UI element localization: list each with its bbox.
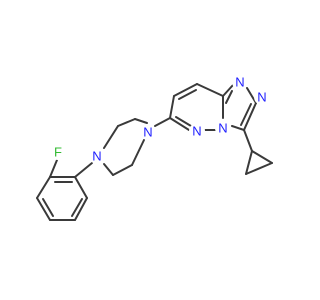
- bond: [74, 162, 93, 178]
- bond: [117, 118, 136, 127]
- atom-n-pyridazine: N: [192, 124, 201, 139]
- atom-n-piperazine-aryl: N: [92, 149, 101, 164]
- atom-labels: F N N N N N N: [50, 74, 270, 164]
- bond: [169, 117, 190, 131]
- bond: [245, 150, 253, 175]
- bond: [131, 139, 145, 166]
- bond: [112, 164, 133, 176]
- bond: [243, 129, 253, 152]
- bond: [178, 89, 197, 100]
- bond: [49, 159, 58, 178]
- bond: [245, 162, 273, 175]
- bond: [154, 117, 171, 127]
- structure-canvas: F N N N N N N: [36, 74, 273, 221]
- atom-n-triazole-1: N: [235, 75, 244, 90]
- bond: [243, 102, 257, 131]
- bond: [103, 125, 119, 149]
- bond: [71, 198, 83, 217]
- bond: [173, 83, 198, 97]
- atom-n-piperazine-het: N: [143, 125, 152, 140]
- molecule-diagram: F N N N N N N: [36, 74, 273, 221]
- bond: [225, 90, 233, 104]
- bond: [74, 176, 88, 199]
- bond: [134, 118, 148, 124]
- bond: [42, 198, 54, 217]
- bond: [36, 197, 51, 221]
- bond: [103, 163, 114, 176]
- bond: [231, 125, 245, 131]
- bond: [169, 95, 175, 119]
- atom-n-bridgehead: N: [218, 121, 227, 136]
- bond: [251, 150, 273, 164]
- bond: [222, 84, 234, 97]
- bond: [196, 83, 224, 97]
- bond: [74, 197, 88, 221]
- bond: [175, 116, 192, 127]
- bond: [246, 87, 257, 104]
- bonds: [36, 83, 273, 221]
- atom-n-triazole-2: N: [257, 90, 266, 105]
- atom-f: F: [54, 145, 62, 160]
- bond: [240, 103, 252, 126]
- bond: [36, 176, 51, 199]
